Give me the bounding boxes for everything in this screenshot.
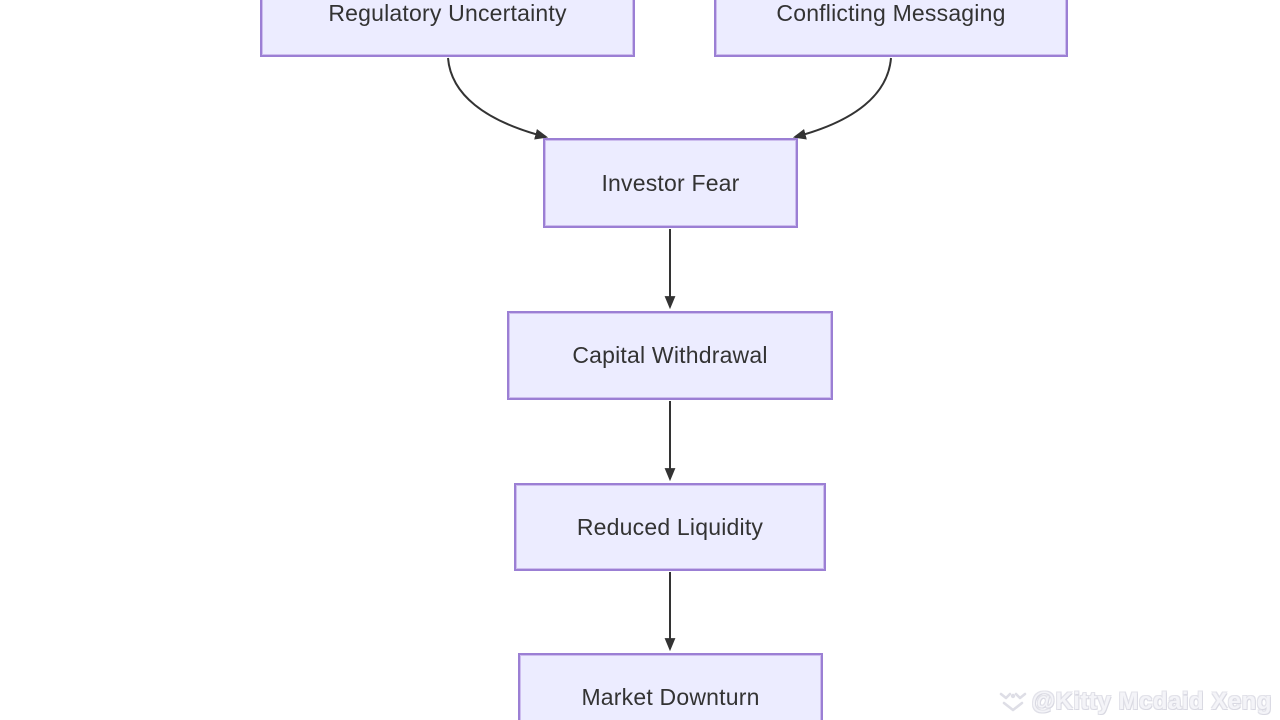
edge-conflicting-messaging-to-investor-fear xyxy=(792,57,892,140)
edge-regulatory-uncertainty-to-investor-fear xyxy=(447,57,549,140)
node-label-regulatory-uncertainty: Regulatory Uncertainty xyxy=(328,0,567,26)
node-label-conflicting-messaging: Conflicting Messaging xyxy=(776,0,1006,26)
node-capital-withdrawal: Capital Withdrawal xyxy=(507,311,833,400)
chevron-diamond-logo-icon xyxy=(999,692,1026,712)
node-reduced-liquidity: Reduced Liquidity xyxy=(514,483,826,571)
node-investor-fear: Investor Fear xyxy=(543,138,798,228)
node-label-investor-fear: Investor Fear xyxy=(601,169,740,196)
node-label-market-downturn: Market Downturn xyxy=(581,684,760,710)
watermark-text: @Kitty Mcdaid Xeng xyxy=(1031,688,1272,715)
node-label-reduced-liquidity: Reduced Liquidity xyxy=(576,513,764,540)
node-conflicting-messaging: Conflicting Messaging xyxy=(714,0,1068,57)
watermark: @Kitty Mcdaid Xeng xyxy=(998,688,1272,716)
node-label-capital-withdrawal: Capital Withdrawal xyxy=(572,342,768,368)
node-regulatory-uncertainty: Regulatory Uncertainty xyxy=(260,0,635,57)
node-market-downturn: Market Downturn xyxy=(518,653,823,720)
